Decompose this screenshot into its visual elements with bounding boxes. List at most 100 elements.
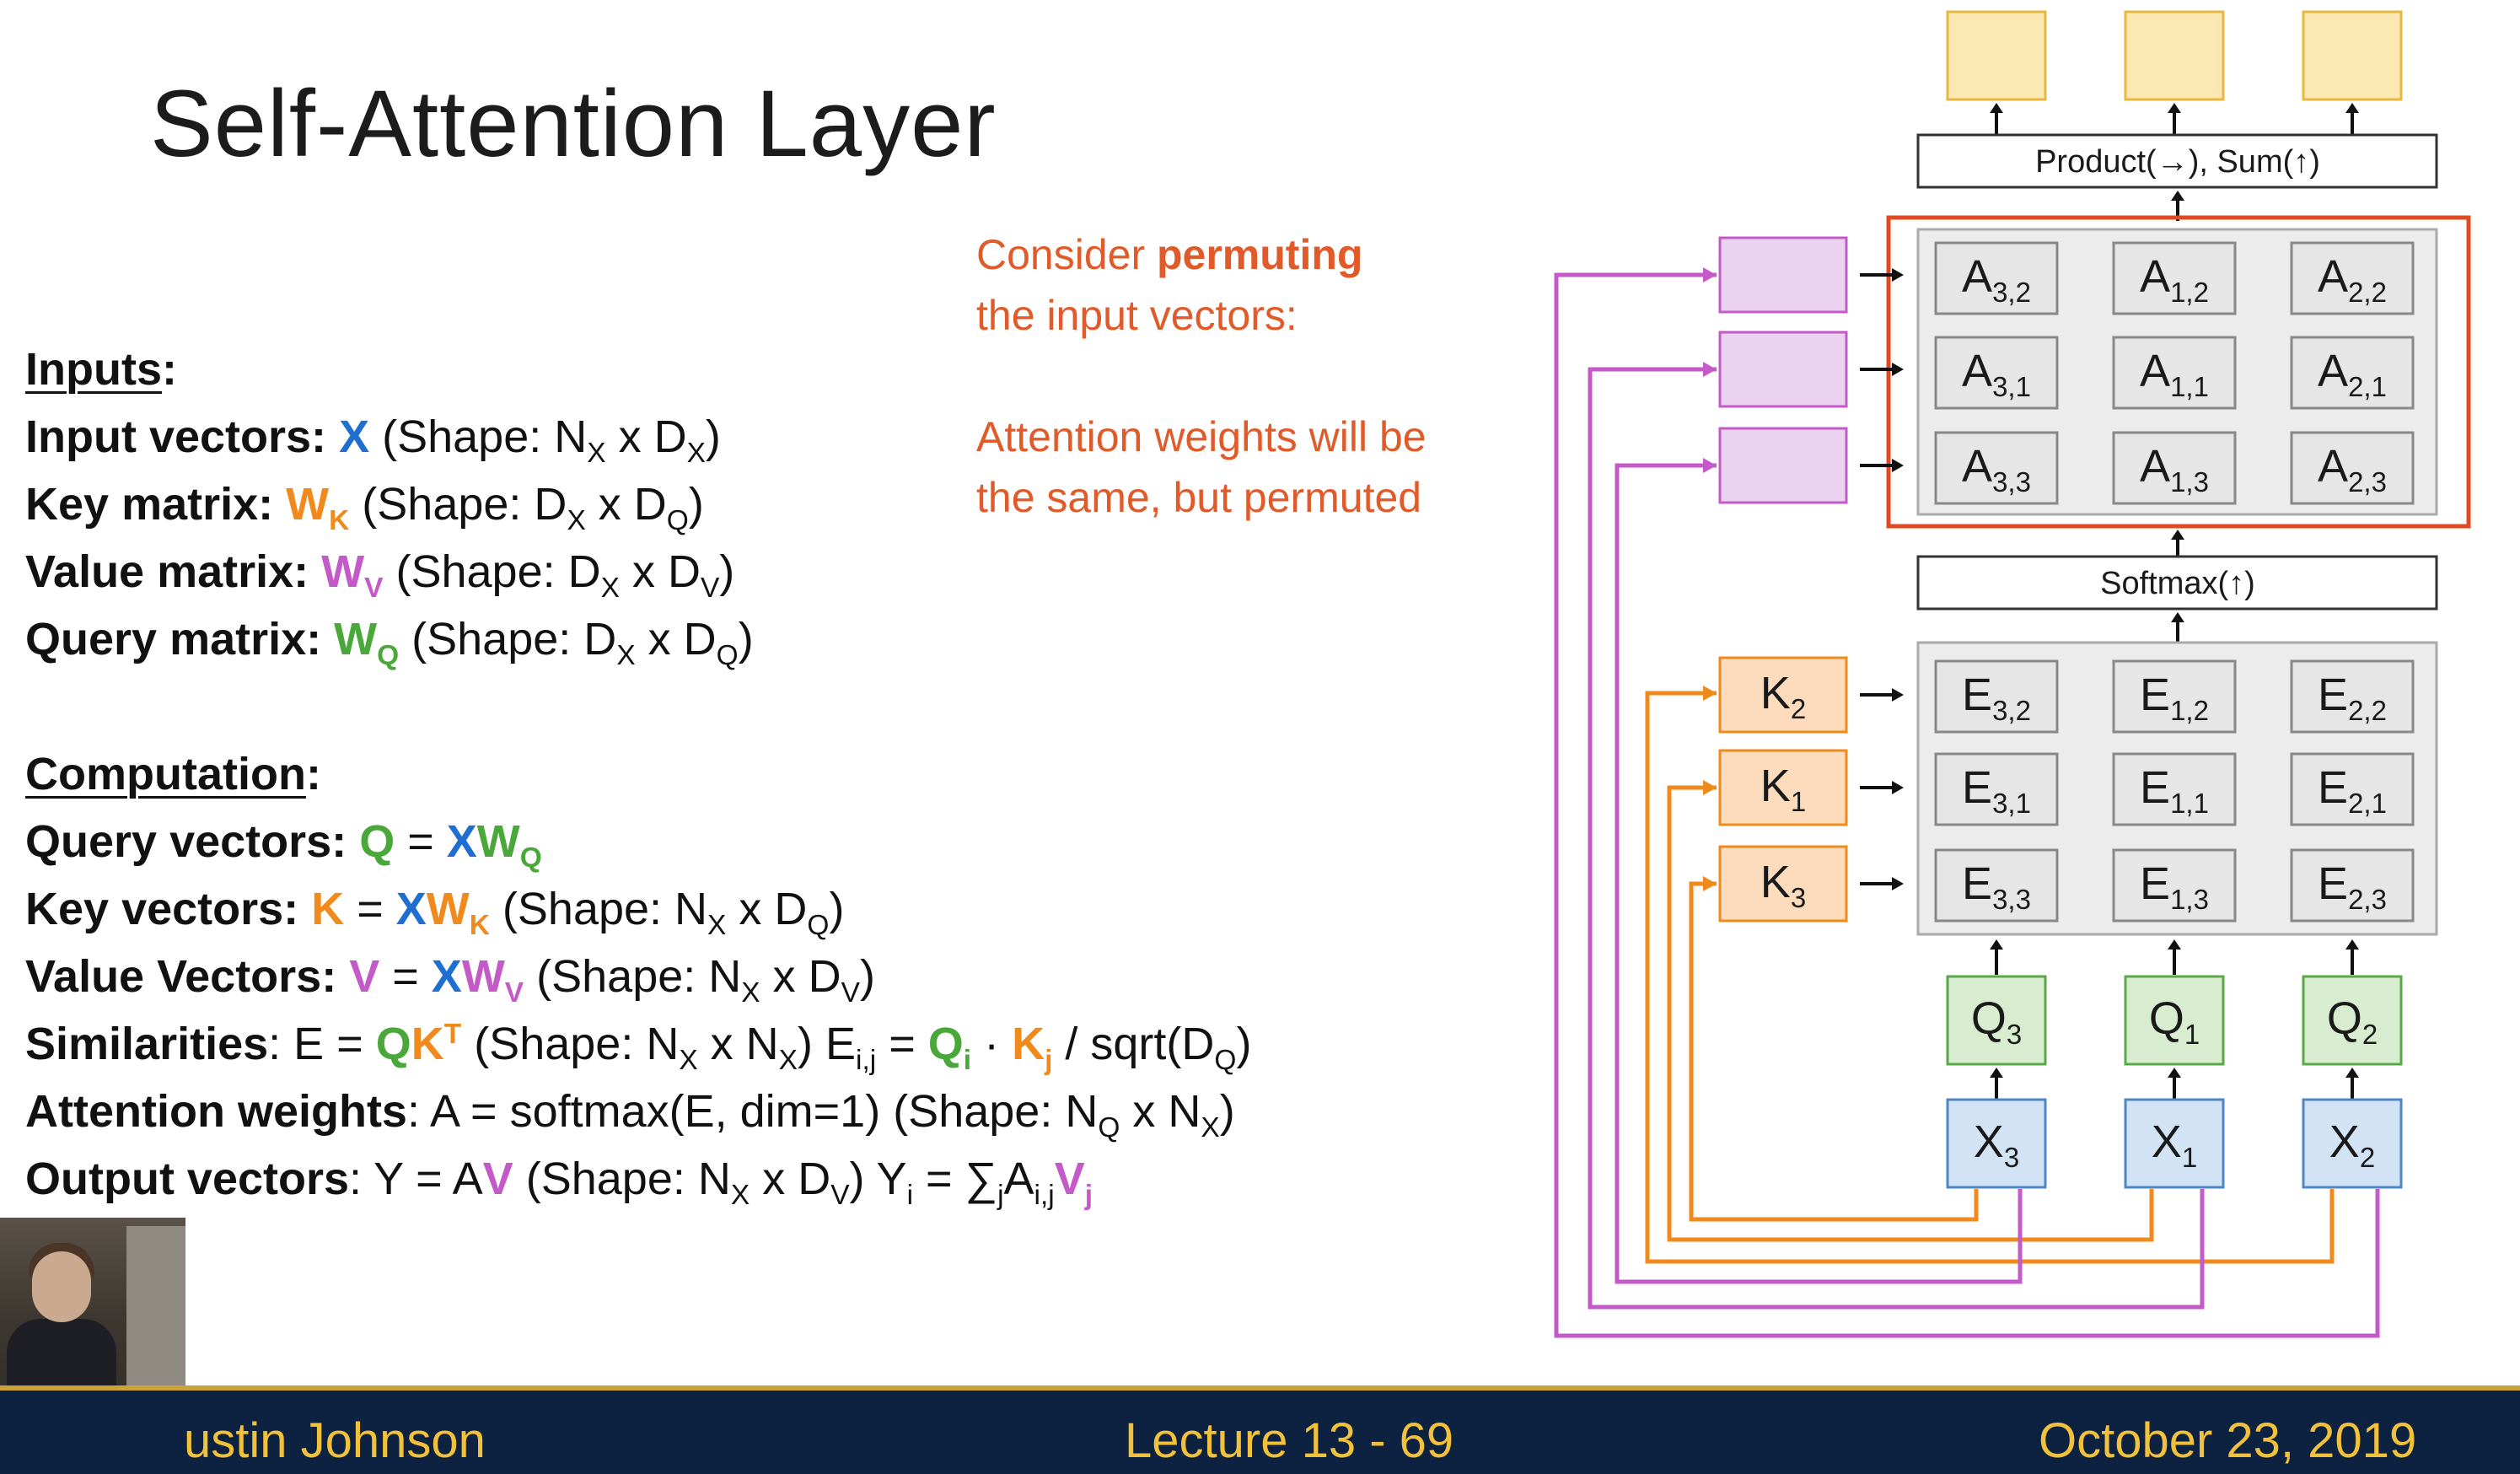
attention-cell [2112, 431, 2237, 505]
similarity-cell-label: E1,2 [2140, 670, 2209, 726]
query-matrix-line: Query matrix: WQ (Shape: DX x DQ) [25, 614, 754, 671]
input-to-query-arrow-head [1990, 1068, 2003, 1078]
attention-cell-label: A2,1 [2318, 346, 2387, 402]
input-box [2302, 1098, 2403, 1189]
similarity-cell [2112, 659, 2237, 734]
value-box [1718, 331, 1848, 408]
similarity-cell-label: E3,1 [1962, 762, 2031, 819]
similarity-cell-label: E2,1 [2318, 762, 2387, 819]
key-arrow-head [1892, 688, 1904, 702]
note-line-4: the same, but permuted [976, 474, 1422, 521]
output-vectors-line: Output vectors: Y = AV (Shape: NX x DV) … [25, 1154, 1093, 1211]
similarity-cell [1934, 659, 2059, 734]
attention-cell [1934, 336, 2059, 410]
similarities-line: Similarities: E = QKT (Shape: NX x NX) E… [25, 1019, 1252, 1076]
value-route-x1 [1588, 367, 2205, 1310]
attention-cell-label: A2,2 [2318, 251, 2387, 308]
query-vectors-line: Query vectors: Q = XWQ [25, 816, 542, 874]
output-box [1946, 10, 2047, 101]
similarity-cell-label: E1,1 [2140, 762, 2209, 819]
similarity-cell [2290, 848, 2415, 923]
e-to-softmax-arrow-head [2171, 612, 2184, 622]
output-box [2302, 10, 2403, 101]
input-to-query-arrow-head [2345, 1068, 2359, 1078]
similarity-cell [2290, 752, 2415, 826]
query-box [1946, 975, 2047, 1066]
slide-footer: ustin Johnson Lecture 13 - 69 October 23… [0, 1385, 2520, 1474]
query-to-e-arrow-head [2345, 939, 2359, 949]
attention-cell [2112, 336, 2237, 410]
input-label: X3 [1974, 1116, 2019, 1173]
key-label: K1 [1760, 761, 1806, 817]
similarity-cell-label: E3,2 [1962, 670, 2031, 726]
note-line-2: the input vectors: [976, 292, 1298, 339]
attention-cell-label: A1,1 [2140, 346, 2209, 402]
inputs-heading: Inputs: [25, 344, 177, 395]
product-sum-box [1916, 133, 2438, 189]
similarity-cell [2112, 752, 2237, 826]
value-matrix-line: Value matrix: WV (Shape: DX x DV) [25, 546, 735, 604]
footer-lecture: Lecture 13 - 69 [1125, 1413, 1454, 1468]
key-box [1718, 845, 1848, 923]
similarity-cell [2112, 848, 2237, 923]
attention-highlight-frame [1886, 215, 2471, 529]
product-sum-label: Product(→), Sum(↑) [2035, 144, 2320, 180]
attention-cell-label: A3,2 [1962, 251, 2031, 308]
value-box [1718, 427, 1848, 504]
key-matrix-line: Key matrix: WK (Shape: DX x DQ) [25, 479, 704, 536]
softmax-to-attn-arrow-head [2171, 530, 2184, 540]
similarity-cell [1934, 848, 2059, 923]
key-route-x2 [1645, 691, 2335, 1264]
computation-heading: Computation: [25, 749, 321, 799]
similarity-cell-label: E3,3 [1962, 858, 2031, 915]
softmax-label: Softmax(↑) [2100, 566, 2255, 601]
key-route-x3 [1689, 881, 1979, 1222]
attention-weights-line: Attention weights: A = softmax(E, dim=1)… [25, 1086, 1235, 1143]
query-box [2302, 975, 2403, 1066]
attention-cell-label: A1,3 [2140, 441, 2209, 498]
footer-date: October 23, 2019 [2039, 1413, 2417, 1468]
input-vectors-line: Input vectors: X (Shape: NX x DX) [25, 412, 721, 469]
attention-cell-label: A3,3 [1962, 441, 2031, 498]
key-box [1718, 749, 1848, 826]
input-label: X2 [2329, 1116, 2375, 1173]
value-arrow-head [1892, 268, 1904, 282]
key-route-x1 [1667, 785, 2154, 1242]
value-arrow-head [1892, 459, 1904, 472]
similarity-cell-label: E1,3 [2140, 858, 2209, 915]
input-label: X1 [2152, 1116, 2197, 1173]
attention-cell [2290, 431, 2415, 505]
footer-author: ustin Johnson [184, 1413, 486, 1468]
note-line-3: Attention weights will be [976, 413, 1427, 460]
input-box [1946, 1098, 2047, 1189]
attention-cell [2290, 336, 2415, 410]
attention-cell [2290, 241, 2415, 315]
value-box [1718, 236, 1848, 314]
value-route-x3-head [1703, 458, 1717, 473]
input-box [2124, 1098, 2225, 1189]
key-vectors-line: Key vectors: K = XWK (Shape: NX x DQ) [25, 884, 845, 941]
value-route-x1-head [1703, 362, 1717, 377]
slide-title: Self-Attention Layer [150, 71, 997, 176]
key-label: K3 [1760, 857, 1806, 913]
attention-cell-label: A2,3 [2318, 441, 2387, 498]
attention-cell [1934, 431, 2059, 505]
input-to-query-arrow-head [2168, 1068, 2181, 1078]
note-line-1: Consider permuting [976, 231, 1363, 278]
attention-cell-label: A3,1 [1962, 346, 2031, 402]
value-route-x2 [1554, 272, 2380, 1338]
similarity-cell-label: E2,3 [2318, 858, 2387, 915]
key-arrow-head [1892, 781, 1904, 794]
query-box [2124, 975, 2225, 1066]
output-arrow-head [2168, 103, 2181, 113]
value-route-x2-head [1703, 267, 1717, 282]
attention-cell [1934, 241, 2059, 315]
output-arrow-head [2345, 103, 2359, 113]
similarity-cell-label: E2,2 [2318, 670, 2387, 726]
attention-cell-label: A1,2 [2140, 251, 2209, 308]
attn-to-product-arrow-head [2171, 191, 2184, 201]
query-to-e-arrow-head [1990, 939, 2003, 949]
similarity-cell [1934, 752, 2059, 826]
query-to-e-arrow-head [2168, 939, 2181, 949]
